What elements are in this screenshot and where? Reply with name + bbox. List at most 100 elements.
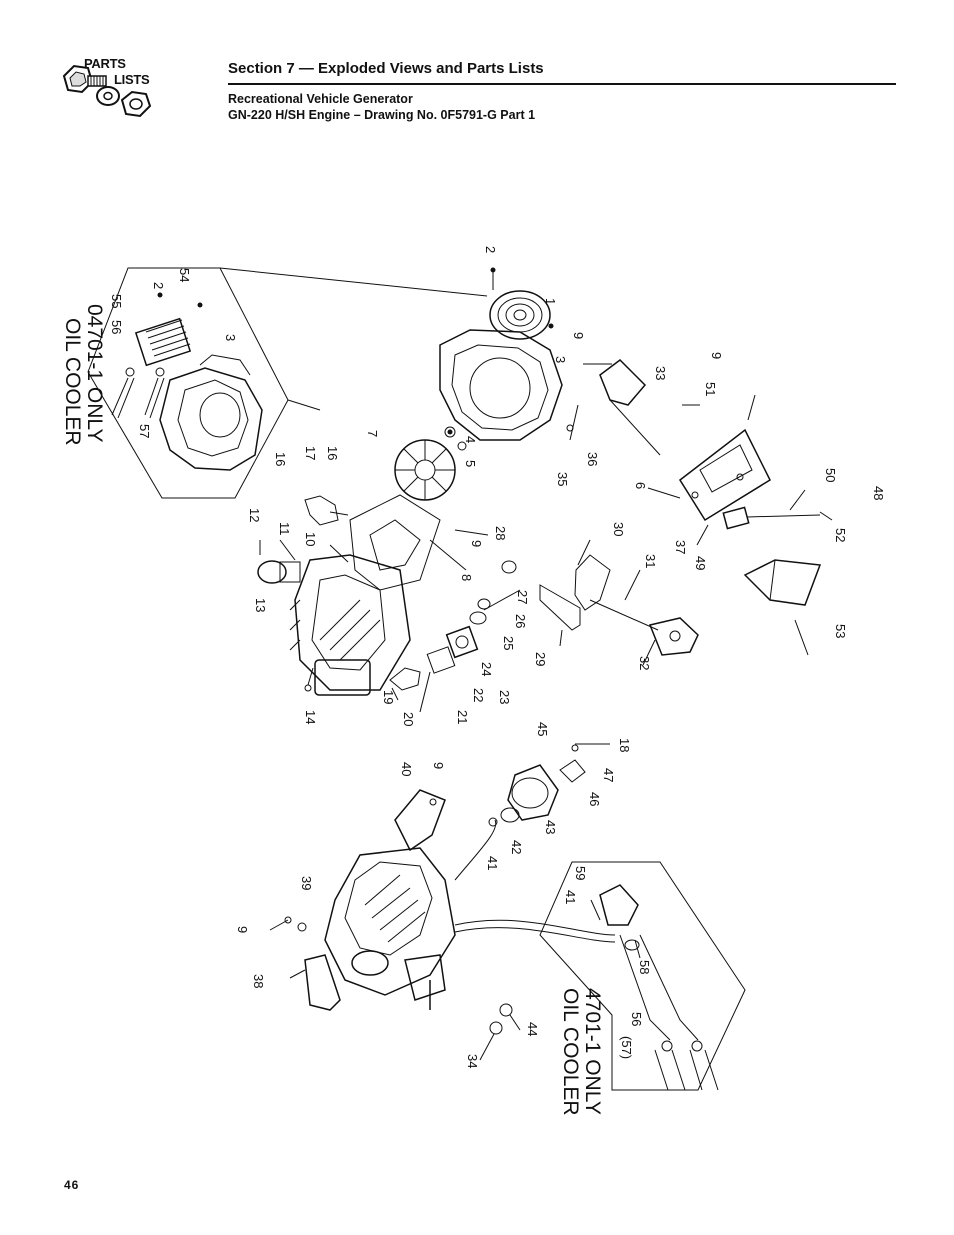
callout-28: 28 — [493, 526, 508, 540]
callout-43: 43 — [543, 820, 558, 834]
flywheel-fan — [394, 439, 456, 501]
callout-27: 27 — [515, 590, 530, 604]
callout-29: 29 — [533, 652, 548, 666]
starter-motor — [257, 560, 287, 584]
callout-50: 50 — [823, 468, 838, 482]
callout-1: 1 — [543, 298, 558, 305]
inset-blower-housing — [159, 367, 263, 471]
callout-3-inset: 3 — [223, 334, 238, 341]
callout-11: 11 — [277, 522, 292, 536]
callout-32: 32 — [637, 656, 652, 670]
callout-4: 4 — [463, 436, 478, 443]
callout-22: 22 — [471, 688, 486, 702]
callout-34: 34 — [465, 1054, 480, 1068]
callout-7: 7 — [365, 430, 380, 437]
callout-31: 31 — [643, 554, 658, 568]
section-title: Section 7 — Exploded Views and Parts Lis… — [228, 60, 544, 77]
callout-17: 17 — [303, 446, 318, 460]
callout-16-a: 16 — [273, 452, 288, 466]
callout-52: 52 — [833, 528, 848, 542]
callout-41-b: 41 — [563, 890, 578, 904]
callout-2-inset: 2 — [151, 282, 166, 289]
callout-18: 18 — [617, 738, 632, 752]
cover-52 — [743, 559, 822, 606]
lower-engine-assembly — [324, 847, 456, 1010]
callout-44: 44 — [525, 1022, 540, 1036]
callout-9-c: 9 — [469, 540, 484, 547]
callout-23: 23 — [497, 690, 512, 704]
logo-word-lists: LISTS — [114, 72, 150, 87]
rotating-screen — [489, 290, 551, 340]
callout-6: 6 — [633, 482, 648, 489]
callout-25: 25 — [501, 636, 516, 650]
choke-lever-30 — [574, 554, 611, 611]
callout-16-b: 16 — [325, 446, 340, 460]
callout-54: 54 — [177, 268, 192, 282]
callout-3: 3 — [553, 356, 568, 363]
inset-bottom-title-line2: 4701-1 ONLY — [581, 988, 604, 1115]
callout-42: 42 — [509, 840, 524, 854]
header-rule — [228, 83, 896, 85]
callout-9-e: 9 — [235, 926, 250, 933]
callout-9-d: 9 — [431, 762, 446, 769]
callout-47: 47 — [601, 768, 616, 782]
callout-8: 8 — [459, 574, 474, 581]
callout-40: 40 — [399, 762, 414, 776]
callout-30: 30 — [611, 522, 626, 536]
logo-word-parts: PARTS — [84, 56, 126, 71]
oil-filter — [500, 764, 559, 823]
governor-control-32 — [648, 617, 699, 656]
callout-45: 45 — [535, 722, 550, 736]
bracket-38 — [304, 954, 341, 1011]
callout-35: 35 — [555, 472, 570, 486]
shroud-bracket — [349, 494, 441, 591]
callout-19: 19 — [381, 690, 396, 704]
callout-49: 49 — [693, 556, 708, 570]
callout-41-a: 41 — [485, 856, 500, 870]
parts-lists-logo: PARTS LISTS — [60, 56, 160, 128]
callout-53: 53 — [833, 624, 848, 638]
callout-14: 14 — [303, 710, 318, 724]
callout-20: 20 — [401, 712, 416, 726]
callout-2-top: 2 — [483, 246, 498, 253]
callout-21: 21 — [455, 710, 470, 724]
callout-59: 59 — [573, 866, 588, 880]
callout-46: 46 — [587, 792, 602, 806]
callout-33: 33 — [653, 366, 668, 380]
page-header: Section 7 — Exploded Views and Parts Lis… — [228, 60, 896, 123]
callout-51: 51 — [703, 382, 718, 396]
callout-48: 48 — [871, 486, 886, 500]
callout-36: 36 — [585, 452, 600, 466]
subtitle-product: Recreational Vehicle Generator — [228, 92, 413, 106]
page-number: 46 — [64, 1178, 80, 1192]
subtitle-drawing: GN-220 H/SH Engine – Drawing No. 0F5791-… — [228, 108, 536, 122]
callout-56-inset: 56 — [109, 320, 124, 334]
callout-56-bottom: 56 — [629, 1012, 644, 1026]
mounting-plate-6 — [679, 428, 771, 522]
inset-top-title-line2: 04701-1 ONLY — [83, 304, 106, 443]
callout-24: 24 — [479, 662, 494, 676]
inset-bottom-title-line1: OIL COOLER — [559, 988, 582, 1116]
callout-26: 26 — [513, 614, 528, 628]
callout-10: 10 — [303, 532, 318, 546]
blower-housing — [439, 329, 563, 441]
governor-arm — [304, 495, 339, 526]
callout-9-b: 9 — [709, 352, 724, 359]
callout-9-a: 9 — [571, 332, 586, 339]
inset-bottom-boundary — [539, 861, 746, 1091]
inset-oil-cooler — [134, 317, 192, 367]
callout-5: 5 — [463, 460, 478, 467]
engine-block — [289, 554, 411, 696]
callout-13: 13 — [253, 598, 268, 612]
control-bracket-33 — [599, 359, 647, 406]
carburetor-stack — [426, 560, 521, 674]
callout-39: 39 — [299, 876, 314, 890]
nut-bolt-icon — [62, 64, 152, 118]
air-baffle-40 — [394, 789, 446, 852]
callout-58: 58 — [637, 960, 652, 974]
callout-57-bottom: (57) — [619, 1036, 634, 1059]
callout-37: 37 — [673, 540, 688, 554]
callout-55: 55 — [109, 294, 124, 308]
callout-38: 38 — [251, 974, 266, 988]
